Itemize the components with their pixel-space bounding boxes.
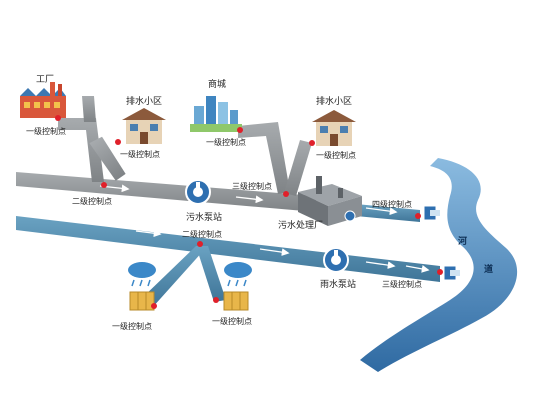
control-point-dot	[101, 182, 107, 188]
city-buildings-icon	[190, 96, 242, 132]
control-point-dot	[437, 269, 443, 275]
treatment-plant-icon	[298, 176, 362, 226]
house-icon-left	[122, 108, 166, 144]
control-points	[55, 115, 443, 309]
cp-level3-sewage-label: 三级控制点	[232, 181, 272, 191]
branch-pipe-factory	[58, 118, 104, 182]
flow-arrows	[99, 184, 430, 273]
control-point-dot	[115, 139, 121, 145]
house-icon-right	[312, 110, 356, 146]
branch-pipe-residential-left	[89, 136, 126, 181]
branch-pipe-mall	[238, 122, 290, 194]
control-point-dot	[55, 115, 61, 121]
control-point-dot	[309, 140, 315, 146]
rain-cloud-icon-left	[128, 262, 156, 311]
outfall-icon-rain	[443, 265, 460, 281]
control-point-dot	[237, 127, 243, 133]
cp-residential-left-label: 一级控制点	[120, 149, 160, 159]
control-point-dot	[283, 191, 289, 197]
cp-level2-rain-label: 二级控制点	[182, 229, 222, 239]
cp-factory-label: 一级控制点	[26, 126, 66, 136]
factory-label: 工厂	[36, 74, 54, 85]
cp-level2-sewage-label: 二级控制点	[72, 196, 112, 206]
river-label-2: 道	[484, 263, 493, 275]
outfall-icon-sewage	[423, 205, 440, 221]
mall-label: 商城	[208, 78, 226, 90]
cp-rain-left-label: 一级控制点	[112, 321, 152, 331]
control-point-dot	[213, 297, 219, 303]
cp-mall-label: 一级控制点	[206, 137, 246, 147]
river	[360, 158, 518, 372]
rain-cloud-icon-right	[223, 262, 252, 311]
residential-right-label: 排水小区	[316, 95, 352, 107]
factory-icon	[20, 82, 66, 118]
control-point-dot	[197, 241, 203, 247]
rain-pump-icon	[323, 247, 349, 273]
river-label-1: 河	[458, 235, 467, 247]
branch-pipe-factory-vertical	[82, 96, 96, 122]
sewage-pump-label: 污水泵站	[186, 211, 222, 223]
control-point-dot	[151, 303, 157, 309]
sewage-main-pipe	[16, 172, 316, 212]
cp-level4-outfall-label: 四级控制点	[372, 199, 412, 209]
rain-pump-label: 雨水泵站	[320, 278, 356, 290]
sewage-pump-icon	[185, 179, 211, 205]
cp-residential-right-label: 一级控制点	[316, 150, 356, 160]
residential-left-label: 排水小区	[126, 95, 162, 107]
cp-rain-right-label: 一级控制点	[212, 316, 252, 326]
cp-level3-rain-label: 三级控制点	[382, 279, 422, 289]
branch-pipe-residential-right	[284, 140, 312, 196]
rain-branch-right	[196, 246, 226, 302]
treatment-plant-label: 污水处理厂	[278, 219, 323, 231]
control-point-dot	[415, 213, 421, 219]
rain-branch-left	[140, 246, 204, 308]
